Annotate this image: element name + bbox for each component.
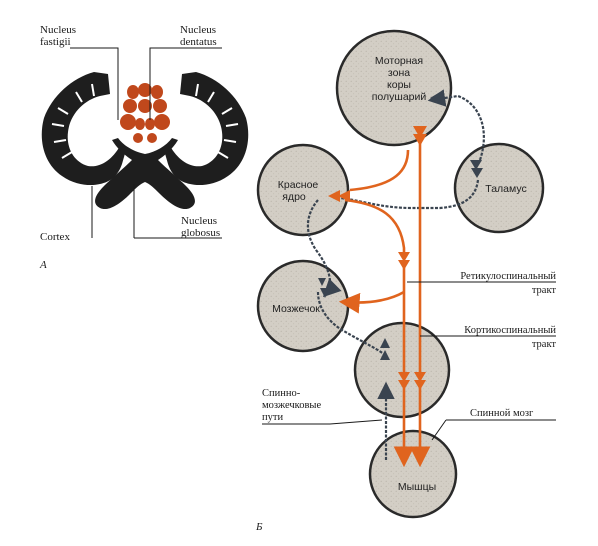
panel-b-leaders xyxy=(262,281,556,441)
reticular-cerebellum-path xyxy=(338,290,405,314)
cortex-rednucleus-path xyxy=(349,149,410,192)
rednucleus-cerebellum-path xyxy=(306,199,342,298)
label-nucleus-globosus-1: Nucleus xyxy=(181,215,217,227)
leader-fastigii xyxy=(70,47,119,120)
red-nucleus-circle xyxy=(256,143,350,237)
thalamus-to-cortex-path xyxy=(427,89,485,161)
cerebellum-thalamus-path xyxy=(339,179,480,210)
spinocerebellar-label-2: мозжечковые xyxy=(262,400,321,411)
motor-cortex-label-4: полушарий xyxy=(372,91,427,103)
label-nucleus-globosus-2: globosus xyxy=(181,227,220,239)
orange-chevrons xyxy=(328,126,427,390)
label-nucleus-dentatus-1: Nucleus xyxy=(180,24,216,36)
reticulospinal-label-1: Ретикулоспинальный xyxy=(460,271,556,282)
right-hemisphere-cortex xyxy=(164,72,249,186)
cerebellum-section xyxy=(41,47,249,239)
corticospinal-label-2: тракт xyxy=(532,339,557,350)
grey-chevrons xyxy=(318,92,483,360)
spinocerebellar-label-1: Спинно- xyxy=(262,388,301,399)
orange-pathways xyxy=(338,132,431,468)
motor-cortex-circle xyxy=(335,29,453,147)
cerebellum-spinal-path xyxy=(316,291,387,357)
red-nucleus-label-1: Красное xyxy=(278,179,319,191)
leader-dentatus xyxy=(149,47,222,120)
grey-pathways xyxy=(306,89,485,460)
spinocerebellar-label-3: пути xyxy=(262,412,283,423)
muscles-label: Мышцы xyxy=(398,481,436,493)
spinal-cord-label: Спинной мозг xyxy=(470,408,534,419)
left-hemisphere-cortex xyxy=(41,72,126,186)
panel-b-label: Б xyxy=(255,521,263,533)
label-nucleus-fastigii-1: Nucleus xyxy=(40,24,76,36)
label-cortex: Cortex xyxy=(40,231,70,243)
corticospinal-label-1: Кортикоспинальный xyxy=(464,325,556,336)
motor-cortex-label-3: коры xyxy=(387,79,411,91)
red-nucleus-label-2: ядро xyxy=(282,191,306,203)
reticulospinal-label-2: тракт xyxy=(532,285,557,296)
label-nucleus-dentatus-2: dentatus xyxy=(180,36,217,48)
rednucleus-reticular-path xyxy=(344,198,406,258)
muscles-circle xyxy=(368,429,458,519)
motor-cortex-label-1: Моторная xyxy=(375,55,423,67)
cerebellum-label: Мозжечок xyxy=(272,303,320,315)
label-nucleus-fastigii-2: fastigii xyxy=(40,36,71,48)
motor-cortex-label-2: зона xyxy=(388,67,410,79)
cerebellar-nuclei xyxy=(120,83,170,143)
panel-a-label: А xyxy=(39,259,47,271)
leader-globosus xyxy=(133,184,222,239)
thalamus-label: Таламус xyxy=(485,183,526,195)
vermis xyxy=(95,138,195,210)
spinal-cord-circle xyxy=(353,321,451,419)
